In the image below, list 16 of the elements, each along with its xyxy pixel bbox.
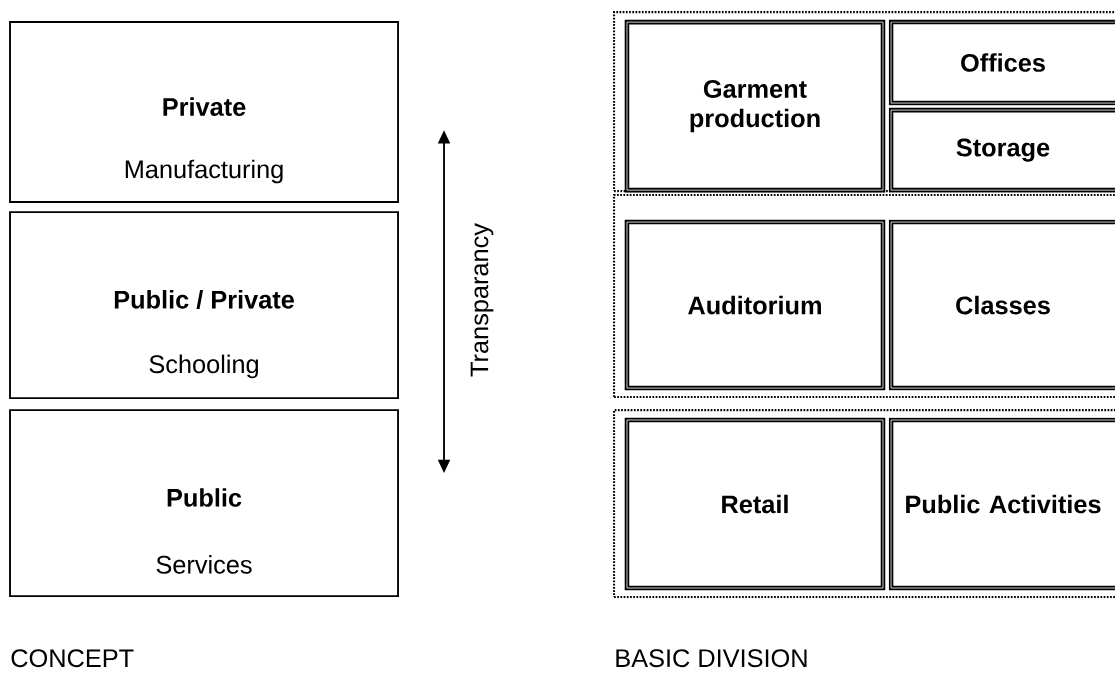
panel-caption: CONCEPT [11,649,134,668]
zone-box: Private Manufacturing [9,21,399,203]
space-box: Offices [888,19,1115,106]
axis-label: Transparancy [470,223,494,377]
space-box: Storage [888,107,1115,193]
group-frame [612,193,1115,399]
space-box: Garment production [624,19,886,193]
space-box: Public Activities [888,417,1115,591]
space-box: Classes [888,219,1115,391]
zone-box: Public / Private Schooling [9,211,399,399]
panel-caption: BASIC DIVISION [616,649,807,668]
group-frame [612,11,1115,193]
group-frame [612,409,1115,599]
space-box: Retail [624,417,886,591]
space-box: Auditorium [624,219,886,391]
zone-box: Public Services [9,409,399,597]
